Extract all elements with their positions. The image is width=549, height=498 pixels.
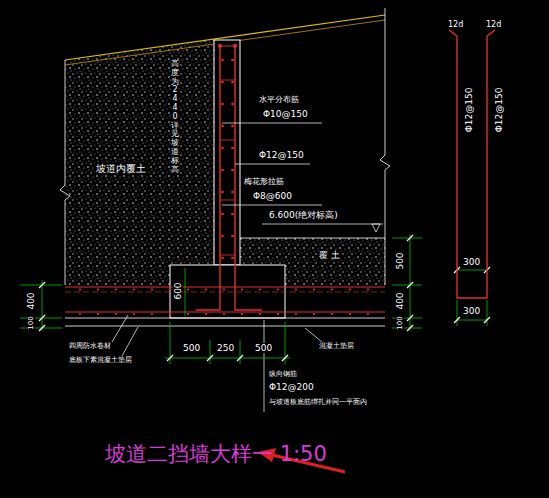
dimension-lines xyxy=(20,234,487,364)
drawing-label: 600 xyxy=(173,280,183,301)
drawing-label: Φ12@150 xyxy=(464,86,474,135)
cushion-line xyxy=(65,326,385,327)
drawing-label: 12d xyxy=(447,20,464,29)
drawing-label: Φ12@150 xyxy=(258,150,305,160)
drawing-label: 四周防水卷材 xyxy=(68,342,112,350)
drawing-label: 12d xyxy=(485,20,502,29)
wall-rebar xyxy=(196,44,220,310)
drawing-label: 梅花形拉筋 xyxy=(243,177,285,186)
drawing-label: 坡道内覆土 xyxy=(95,163,147,175)
distribution-dots xyxy=(79,59,369,315)
drawing-label: 6.600(绝对标高) xyxy=(268,210,339,220)
drawing-label: 纵向钢筋 xyxy=(268,370,298,378)
slab-bottom xyxy=(65,318,385,319)
drawing-label: 混凝土垫层 xyxy=(318,342,355,350)
drawing-label: 500 xyxy=(182,343,201,353)
wall xyxy=(214,40,240,265)
drawing-label: 100 xyxy=(27,314,35,331)
break-line xyxy=(60,60,70,285)
backfill-soil xyxy=(65,39,215,285)
drawing-label: 底板下素混凝土垫层 xyxy=(68,356,133,364)
rebar-dot xyxy=(218,44,222,48)
wall-rebar xyxy=(220,46,235,47)
drawing-label: 500 xyxy=(395,250,405,271)
drawing-label: 500 xyxy=(254,343,273,353)
rebar-detail xyxy=(449,30,495,298)
footing xyxy=(170,265,285,318)
drawing-label: 250 xyxy=(216,343,235,353)
tie-rebars xyxy=(220,80,235,255)
drawing-label: 高度为2440 详见坡道标高 xyxy=(171,60,179,174)
leader-lines xyxy=(112,123,383,412)
slab-rebar xyxy=(65,292,385,293)
break-line xyxy=(380,8,390,285)
level-mark xyxy=(372,224,380,232)
drawing-label: 覆 土 xyxy=(318,250,341,260)
drawing-label: Φ12@200 xyxy=(268,382,315,392)
drawing-title: 坡道二挡墙大样一 1:50 xyxy=(105,440,327,468)
slab-rebar xyxy=(65,312,385,313)
dimension-ticks xyxy=(39,235,490,361)
rebar-dot xyxy=(233,44,237,48)
ground-line xyxy=(240,238,385,239)
drawing-label: 400 xyxy=(395,290,405,311)
drawing-label: Φ12@150 xyxy=(494,86,504,135)
drawing-label: 100 xyxy=(396,314,404,331)
drawing-label: 300 xyxy=(462,257,481,267)
slab-rebar xyxy=(65,287,385,288)
drawing-label: 水平分布筋 xyxy=(258,95,300,104)
drawing-label: 与坡道板底筋绑扎并同一平面内 xyxy=(268,398,368,406)
drawing-label: 400 xyxy=(26,290,36,311)
drawing-label: Φ8@600 xyxy=(252,191,293,201)
drawing-label: 300 xyxy=(462,306,481,316)
drawing-label: Φ10@150 xyxy=(262,109,309,119)
